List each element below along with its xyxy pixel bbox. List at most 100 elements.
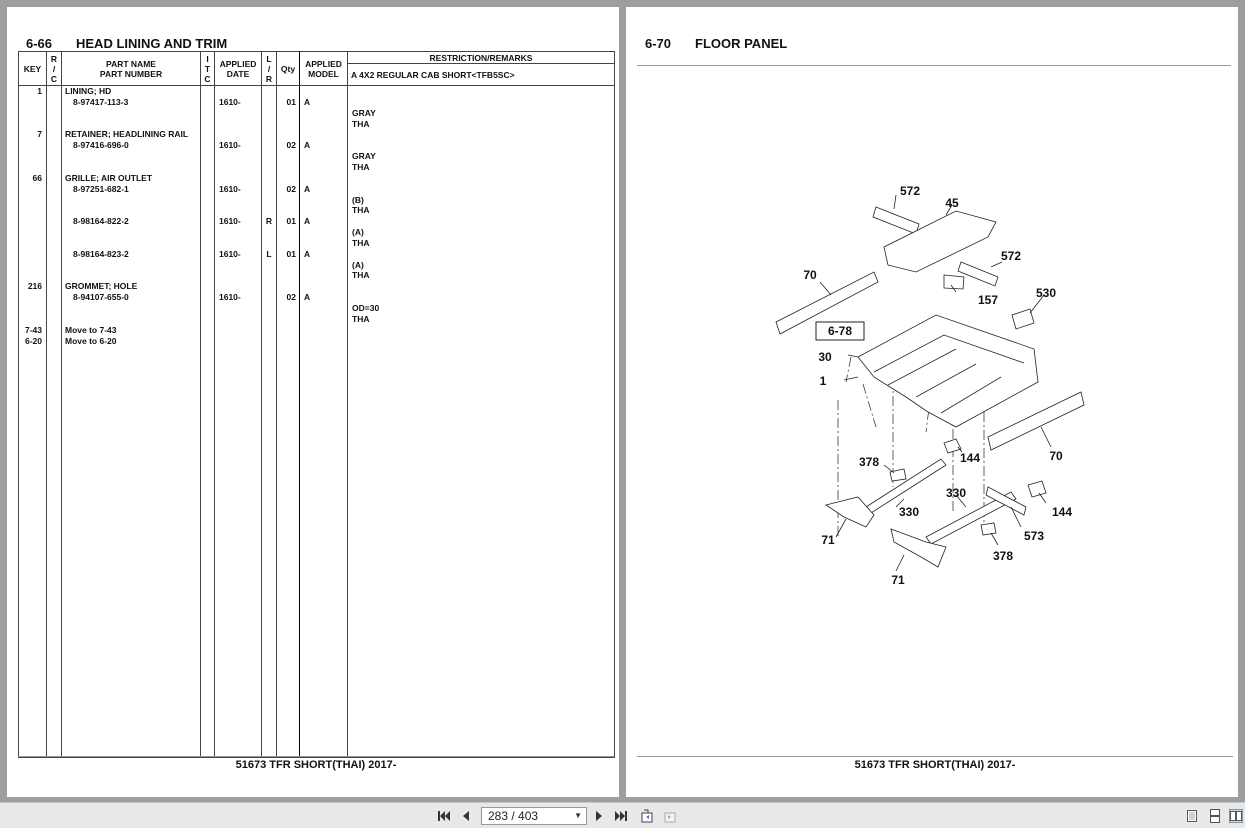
section-header: 6-70 FLOOR PANEL bbox=[645, 36, 787, 51]
part-number: 8-97416-696-0 bbox=[73, 140, 129, 150]
dashed-leaders bbox=[837, 342, 985, 537]
label-144-b: 144 bbox=[1052, 505, 1072, 519]
floor-panel-diagram: 6-78 572 45 572 70 157 530 30 1 144 378 … bbox=[775, 184, 1085, 587]
col-rc: R/C bbox=[46, 51, 62, 86]
label-572-top: 572 bbox=[900, 184, 920, 198]
label-330-a: 330 bbox=[899, 505, 919, 519]
page-indicator: 283 / 403 bbox=[488, 809, 539, 823]
model-note: A 4X2 REGULAR CAB SHORT<TFB5SC> bbox=[347, 63, 615, 86]
part-573 bbox=[985, 486, 1027, 516]
col-key: KEY bbox=[18, 51, 47, 86]
next-page-icon bbox=[596, 811, 602, 821]
qty-cells: 01 02 02 01 01 02 bbox=[276, 85, 300, 758]
label-378-b: 378 bbox=[993, 549, 1013, 563]
part-name: GROMMET; HOLE bbox=[65, 281, 138, 291]
viewer-toolbar: 283 / 403 ▼ bbox=[0, 802, 1245, 828]
single-page-view-button[interactable] bbox=[1185, 809, 1199, 823]
label-45: 45 bbox=[945, 196, 959, 210]
label-70-left: 70 bbox=[803, 268, 817, 282]
first-page-button[interactable] bbox=[437, 809, 451, 823]
part-name: RETAINER; HEADLINING RAIL bbox=[65, 129, 189, 139]
part-330-b bbox=[925, 491, 1017, 545]
table-row-key: 7 bbox=[37, 129, 42, 139]
back-view-icon bbox=[641, 809, 653, 823]
continuous-view-button[interactable] bbox=[1208, 809, 1222, 823]
label-572-right: 572 bbox=[1001, 249, 1021, 263]
table-row-key: 216 bbox=[27, 281, 42, 291]
part-number: 8-97417-113-3 bbox=[73, 97, 129, 107]
part-number: 8-94107-655-0 bbox=[73, 292, 129, 302]
right-page: 6-70 FLOOR PANEL bbox=[626, 7, 1238, 797]
next-page-button[interactable] bbox=[592, 809, 606, 823]
table-row-key: 66 bbox=[32, 173, 42, 183]
prev-page-button[interactable] bbox=[459, 809, 473, 823]
part-144-b bbox=[1027, 480, 1047, 498]
forward-button[interactable] bbox=[663, 809, 677, 823]
section-number: 6-70 bbox=[645, 36, 672, 51]
section-title: HEAD LINING AND TRIM bbox=[76, 36, 228, 51]
part-530 bbox=[1011, 308, 1035, 330]
chevron-down-icon: ▼ bbox=[574, 811, 582, 820]
back-button[interactable] bbox=[640, 809, 654, 823]
part-572-top bbox=[872, 206, 920, 235]
two-page-view-button[interactable] bbox=[1229, 809, 1243, 823]
part-70-left bbox=[775, 271, 879, 335]
part-378-a bbox=[889, 468, 907, 482]
table-row-key: 1 bbox=[37, 86, 42, 96]
part-144-a bbox=[943, 438, 962, 454]
col-lr: L/R bbox=[261, 51, 277, 86]
header-rule bbox=[637, 65, 1231, 66]
label-71-b: 71 bbox=[891, 573, 905, 587]
date-cells: 1610- 1610- 1610- 1610- 1610- 1610- bbox=[214, 85, 262, 758]
part-name-cells: LINING; HD 8-97417-113-3 RETAINER; HEADL… bbox=[61, 85, 201, 758]
section-title: FLOOR PANEL bbox=[695, 36, 788, 51]
prev-page-icon bbox=[463, 811, 469, 821]
label-71-a: 71 bbox=[821, 533, 835, 547]
part-71-b bbox=[890, 528, 947, 568]
label-157: 157 bbox=[978, 293, 998, 307]
two-page-icon bbox=[1230, 811, 1242, 821]
page-footer: 51673 TFR SHORT(THAI) 2017- bbox=[18, 756, 614, 771]
col-remarks: RESTRICTION/REMARKS bbox=[347, 51, 615, 64]
table-row-key: 7-43 bbox=[24, 325, 42, 335]
forward-view-icon bbox=[664, 812, 676, 823]
first-page-icon bbox=[438, 811, 450, 821]
ref-box bbox=[815, 321, 865, 341]
part-name: GRILLE; AIR OUTLET bbox=[65, 173, 153, 183]
label-30: 30 bbox=[818, 350, 832, 364]
part-378-b bbox=[980, 522, 997, 536]
page-number-input[interactable]: 283 / 403 ▼ bbox=[481, 807, 587, 825]
label-144-a: 144 bbox=[960, 451, 980, 465]
part-name: LINING; HD bbox=[65, 86, 112, 96]
model-cells: A A A A A A bbox=[299, 85, 348, 758]
label-378-a: 378 bbox=[859, 455, 879, 469]
move-text: Move to 7-43 bbox=[65, 325, 117, 335]
single-page-icon bbox=[1187, 810, 1197, 822]
part-number: 8-98164-822-2 bbox=[73, 216, 129, 226]
move-text: Move to 6-20 bbox=[65, 336, 117, 346]
part-70-right bbox=[987, 391, 1085, 451]
continuous-page-icon bbox=[1210, 809, 1220, 823]
label-573: 573 bbox=[1024, 529, 1044, 543]
last-page-button[interactable] bbox=[614, 809, 628, 823]
part-157 bbox=[943, 274, 965, 290]
table-row-key: 6-20 bbox=[24, 336, 42, 346]
label-70-right: 70 bbox=[1049, 449, 1063, 463]
part-number: 8-98164-823-2 bbox=[73, 249, 129, 259]
part-71-a bbox=[825, 496, 875, 528]
key-cells: 1 7 66 216 7-43 6-20 bbox=[18, 85, 47, 758]
label-530: 530 bbox=[1036, 286, 1056, 300]
lr-cells: R L bbox=[261, 85, 277, 758]
label-6-78: 6-78 bbox=[828, 324, 852, 338]
label-1: 1 bbox=[820, 374, 827, 388]
part-1-floor bbox=[857, 314, 1039, 428]
label-330-b: 330 bbox=[946, 486, 966, 500]
remarks-cells: GRAY THA GRAY THA (B) THA (A) THA (A) TH… bbox=[347, 85, 615, 758]
last-page-icon bbox=[615, 811, 627, 821]
